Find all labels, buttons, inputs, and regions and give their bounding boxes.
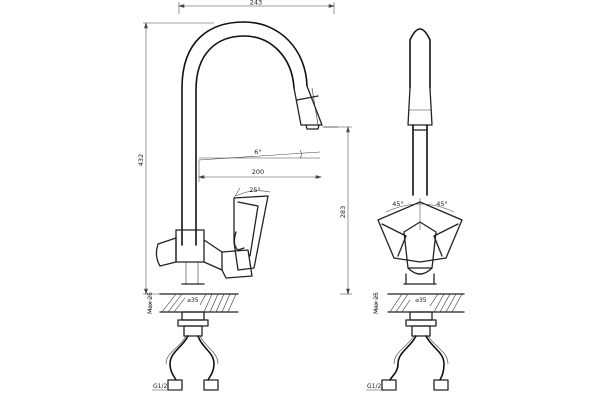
- dim-spout-height-label: 283: [339, 206, 347, 218]
- dim-spout-angle: 6°: [198, 148, 321, 161]
- front-view: 243 432 283 6°: [137, 0, 352, 391]
- dim-reach-label: 200: [252, 168, 264, 176]
- dim-width-top: 243: [178, 0, 335, 14]
- dim-width-top-label: 243: [250, 0, 262, 7]
- thread-left-label: G1/2: [153, 383, 167, 390]
- mixer-body: [155, 229, 253, 285]
- side-lever: 45° 45°: [377, 198, 463, 275]
- side-spout: [407, 28, 433, 196]
- diameter-left-label: ⌀35: [187, 297, 198, 304]
- dim-handle-angle-label: 25°: [249, 186, 261, 194]
- max-thickness-left-label: Max 25: [147, 292, 154, 314]
- diameter-right-label: ⌀35: [415, 297, 426, 304]
- dim-reach: 200: [198, 160, 322, 182]
- dim-spout-angle-label: 6°: [254, 148, 261, 156]
- thread-right-label: G1/2: [367, 383, 381, 390]
- countertop-left: ⌀35 Max 25: [147, 292, 239, 314]
- dim-spout-height: 283: [322, 126, 352, 295]
- countertop-right: ⌀35 Max 25: [373, 292, 465, 314]
- side-base: [403, 273, 437, 285]
- dim-right-angle-label: 45°: [436, 200, 448, 208]
- dim-height-total-label: 432: [137, 154, 145, 166]
- dim-height-total: 432: [137, 22, 214, 295]
- side-view: 45° 45° ⌀35 Max 25: [366, 28, 465, 391]
- lever-handle: 25°: [233, 186, 271, 271]
- dim-left-angle-label: 45°: [392, 200, 404, 208]
- mounting-left: G1/2: [152, 311, 219, 391]
- max-thickness-right-label: Max 25: [373, 292, 380, 314]
- mounting-right: G1/2: [366, 311, 449, 391]
- spout: [181, 21, 338, 246]
